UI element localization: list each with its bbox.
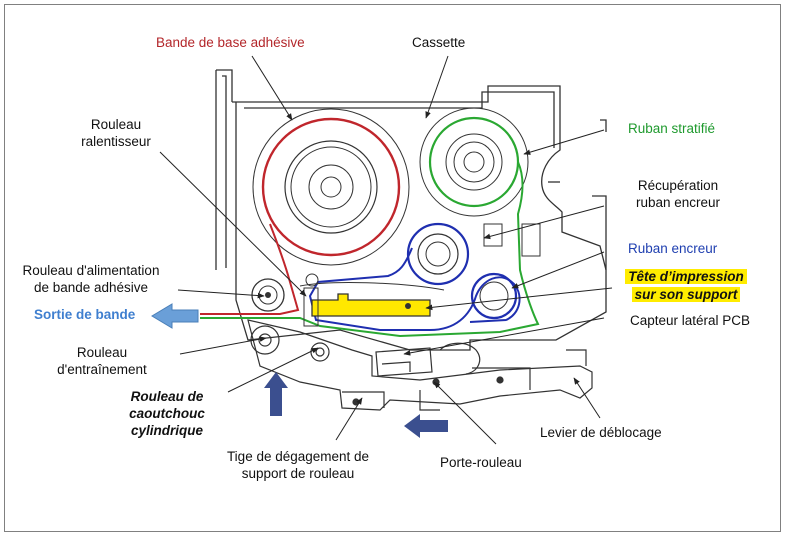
label-ruban-stratifie: Ruban stratifié <box>628 121 716 136</box>
cassette-body <box>215 69 607 351</box>
diagram-frame <box>4 4 781 532</box>
label-porte-rouleau: Porte-rouleau <box>440 455 522 470</box>
label-line: Rouleau de <box>130 389 204 404</box>
label-line: Tige de dégagement de <box>226 449 370 464</box>
laminate-ribbon-path <box>280 161 540 338</box>
label-recuperation: Récupération ruban encreur <box>628 177 728 211</box>
label-bande-base: Bande de base adhésive <box>156 35 305 50</box>
label-tige: Tige de dégagement de support de rouleau <box>210 448 386 482</box>
label-line: cylindrique <box>130 423 203 438</box>
label-line: Rouleau <box>90 117 142 132</box>
left-arrow <box>404 414 448 438</box>
label-line: d'entraînement <box>57 362 147 377</box>
label-line: Rouleau <box>76 345 128 360</box>
ink-ribbon-reel <box>470 272 518 320</box>
label-line: caoutchouc <box>129 406 205 421</box>
print-head <box>299 282 445 327</box>
exit-arrow <box>151 303 199 329</box>
tape-feed-roller <box>251 273 319 312</box>
label-line: Tête d’impression <box>625 269 747 284</box>
laminate-reel <box>419 107 529 217</box>
label-capteur: Capteur latéral PCB <box>630 313 751 328</box>
roller-holder-mechanism <box>247 319 593 411</box>
label-line: de bande adhésive <box>33 280 149 295</box>
label-rouleau-alimentation: Rouleau d'alimentation de bande adhésive <box>8 262 174 296</box>
label-line: ruban encreur <box>635 195 721 210</box>
ink-takeup-reel <box>406 222 541 286</box>
label-line: Récupération <box>637 178 719 193</box>
label-levier: Levier de déblocage <box>540 425 662 440</box>
label-tete-impression: Tête d’impression sur son support <box>614 268 758 304</box>
label-ruban-encreur: Ruban encreur <box>628 241 718 256</box>
label-line: support de rouleau <box>241 466 355 481</box>
label-line: sur son support <box>631 287 741 302</box>
label-line: ralentisseur <box>81 134 151 149</box>
label-sortie-bande: Sortie de bande <box>34 307 136 322</box>
up-arrow <box>264 372 288 416</box>
ink-ribbon-path <box>308 247 521 331</box>
label-cassette: Cassette <box>412 35 466 50</box>
label-line: Rouleau d'alimentation <box>22 263 160 278</box>
adhesive-tape-path <box>200 223 300 315</box>
label-rouleau-entrainement: Rouleau d'entraînement <box>52 344 152 378</box>
adhesive-tape-reel <box>252 108 410 266</box>
motion-arrows <box>151 303 448 438</box>
leader-lines <box>159 55 613 445</box>
label-rouleau-caoutchouc: Rouleau de caoutchouc cylindrique <box>112 388 222 439</box>
label-rouleau-ralentisseur: Rouleau ralentisseur <box>70 116 162 150</box>
